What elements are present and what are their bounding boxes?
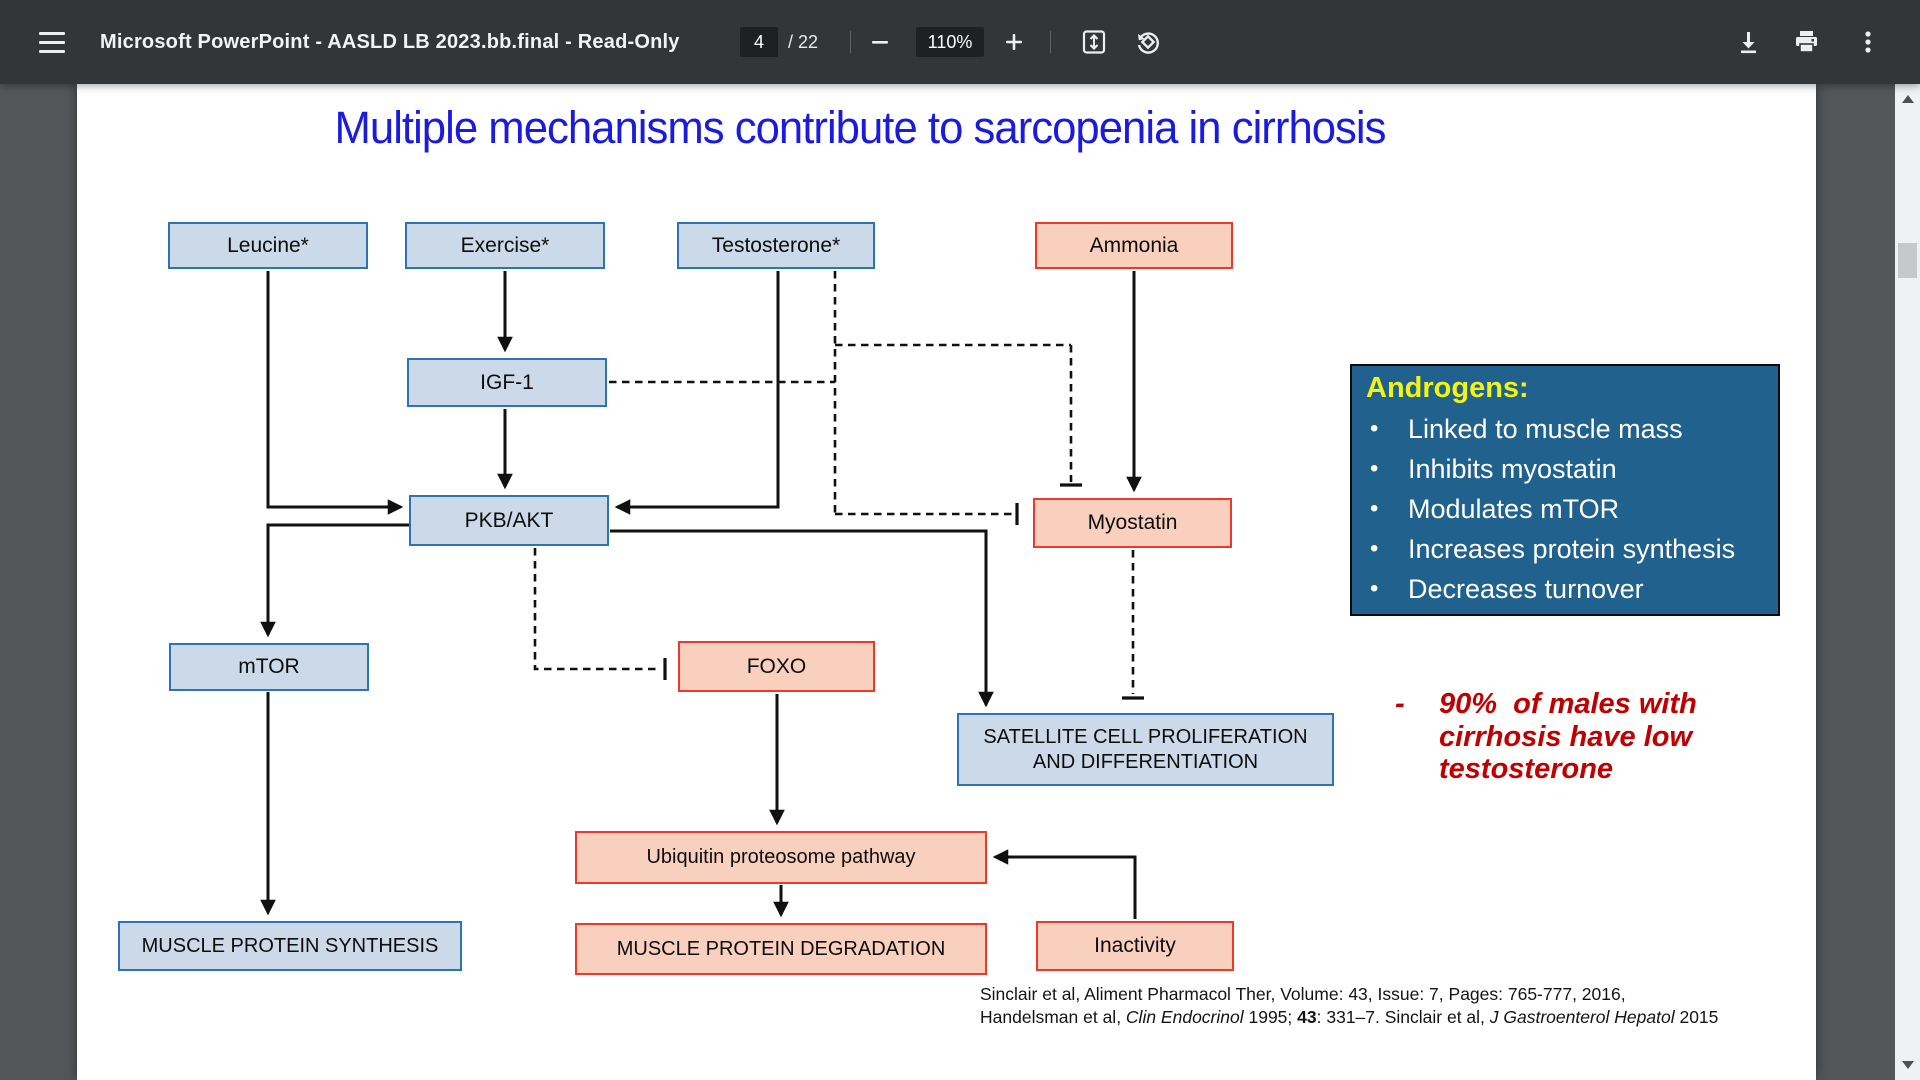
scroll-up-icon[interactable] bbox=[1895, 86, 1920, 112]
bullet-icon: • bbox=[1370, 415, 1379, 442]
print-icon[interactable] bbox=[1786, 24, 1826, 60]
bullet-icon: • bbox=[1370, 455, 1379, 482]
androgens-panel: Androgens: • Linked to muscle mass • Inhibi… bbox=[1350, 364, 1780, 616]
node-ubiquitin: Ubiquitin proteosome pathway bbox=[575, 831, 987, 884]
bullet-text: Decreases turnover bbox=[1408, 574, 1644, 604]
node-testosterone: Testosterone* bbox=[677, 222, 875, 269]
node-satellite: SATELLITE CELL PROLIFERATION AND DIFFERE… bbox=[957, 713, 1334, 786]
androgens-bullet-list: • Linked to muscle mass • Inhibits myostati… bbox=[1364, 409, 1766, 609]
node-ammonia: Ammonia bbox=[1035, 222, 1233, 269]
connector-pkbakt-inhibit-foxo bbox=[533, 548, 660, 671]
rotate-icon[interactable] bbox=[1128, 24, 1168, 60]
citation-segment: J Gastroenterol Hepatol bbox=[1489, 1007, 1675, 1027]
node-pkbakt: PKB/AKT bbox=[409, 495, 609, 546]
node-foxo: FOXO bbox=[678, 641, 875, 692]
node-myostatin: Myostatin bbox=[1033, 498, 1232, 548]
connector-testosterone-to-pkbakt bbox=[614, 271, 780, 515]
pdf-viewer-toolbar: Microsoft PowerPoint - AASLD LB 2023.bb.… bbox=[0, 0, 1920, 84]
page-number-input[interactable] bbox=[740, 27, 778, 57]
slide-page: Multiple mechanisms contribute to sarcop… bbox=[77, 84, 1816, 1080]
note-dash: - bbox=[1395, 688, 1405, 720]
citation-segment: Handelsman et al, bbox=[980, 1007, 1126, 1027]
citation-segment: : 331–7. Sinclair et al, bbox=[1316, 1007, 1490, 1027]
bullet-icon: • bbox=[1370, 535, 1379, 562]
androgens-bullet: • Increases protein synthesis bbox=[1364, 529, 1766, 569]
node-mtor: mTOR bbox=[169, 643, 369, 691]
citation-segment: Clin Endocrinol bbox=[1125, 1007, 1244, 1027]
zoom-level-display: 110% bbox=[916, 27, 984, 57]
fit-to-page-icon[interactable] bbox=[1074, 24, 1114, 60]
scroll-down-icon[interactable] bbox=[1895, 1052, 1920, 1078]
node-igf1: IGF-1 bbox=[407, 358, 607, 407]
zoom-out-icon[interactable] bbox=[862, 26, 898, 58]
toolbar-divider bbox=[850, 31, 851, 53]
citation-segment: 2015 bbox=[1674, 1007, 1719, 1027]
androgens-heading: Androgens: bbox=[1366, 372, 1529, 404]
citation-segment: 43 bbox=[1297, 1007, 1317, 1027]
viewer-canvas: Multiple mechanisms contribute to sarcop… bbox=[0, 84, 1895, 1080]
scrollbar-thumb[interactable] bbox=[1898, 243, 1917, 278]
slide-title: Multiple mechanisms contribute to sarcop… bbox=[334, 102, 1387, 153]
bullet-text: Inhibits myostatin bbox=[1408, 454, 1617, 484]
zoom-in-icon[interactable] bbox=[996, 26, 1032, 58]
node-inactivity: Inactivity bbox=[1036, 921, 1234, 971]
bullet-text: Linked to muscle mass bbox=[1408, 414, 1683, 444]
more-options-icon[interactable] bbox=[1850, 24, 1886, 60]
bullet-icon: • bbox=[1370, 495, 1379, 522]
page-count-label: / 22 bbox=[788, 31, 819, 52]
connector-leucine-to-pkbakt bbox=[266, 271, 404, 515]
androgens-bullet: • Modulates mTOR bbox=[1364, 489, 1766, 529]
download-icon[interactable] bbox=[1728, 24, 1768, 60]
androgens-bullet: • Inhibits myostatin bbox=[1364, 449, 1766, 489]
menu-icon[interactable] bbox=[30, 22, 74, 62]
citation-segment: 1995; bbox=[1243, 1007, 1298, 1027]
node-mps: MUSCLE PROTEIN SYNTHESIS bbox=[118, 921, 462, 971]
bullet-text: Modulates mTOR bbox=[1408, 494, 1620, 524]
bullet-text: Increases protein synthesis bbox=[1408, 534, 1736, 564]
citation-block: Sinclair et al, Aliment Pharmacol Ther, … bbox=[980, 983, 1810, 1029]
toolbar-divider bbox=[1050, 31, 1051, 53]
connector-pkbakt-to-mtor bbox=[260, 523, 409, 638]
node-exercise: Exercise* bbox=[405, 222, 605, 269]
vertical-scrollbar[interactable] bbox=[1895, 84, 1920, 1080]
citation-line-2: Handelsman et al, Clin Endocrinol 1995; … bbox=[980, 1006, 1810, 1029]
note-line: testosterone bbox=[1439, 753, 1614, 785]
note-line: 90% of males with bbox=[1439, 688, 1697, 720]
node-mpd: MUSCLE PROTEIN DEGRADATION bbox=[575, 923, 987, 975]
document-title: Microsoft PowerPoint - AASLD LB 2023.bb.… bbox=[100, 30, 680, 53]
node-leucine: Leucine* bbox=[168, 222, 368, 269]
connector-inactivity-to-ubiquitin bbox=[992, 849, 1137, 919]
citation-segment: Sinclair et al, Aliment Pharmacol Ther, … bbox=[980, 984, 1626, 1004]
note-line: cirrhosis have low bbox=[1439, 720, 1693, 753]
androgens-bullet: • Linked to muscle mass bbox=[1364, 409, 1766, 449]
citation-line-1: Sinclair et al, Aliment Pharmacol Ther, … bbox=[980, 983, 1810, 1006]
androgens-bullet: • Decreases turnover bbox=[1364, 569, 1766, 609]
bullet-icon: • bbox=[1370, 575, 1379, 602]
